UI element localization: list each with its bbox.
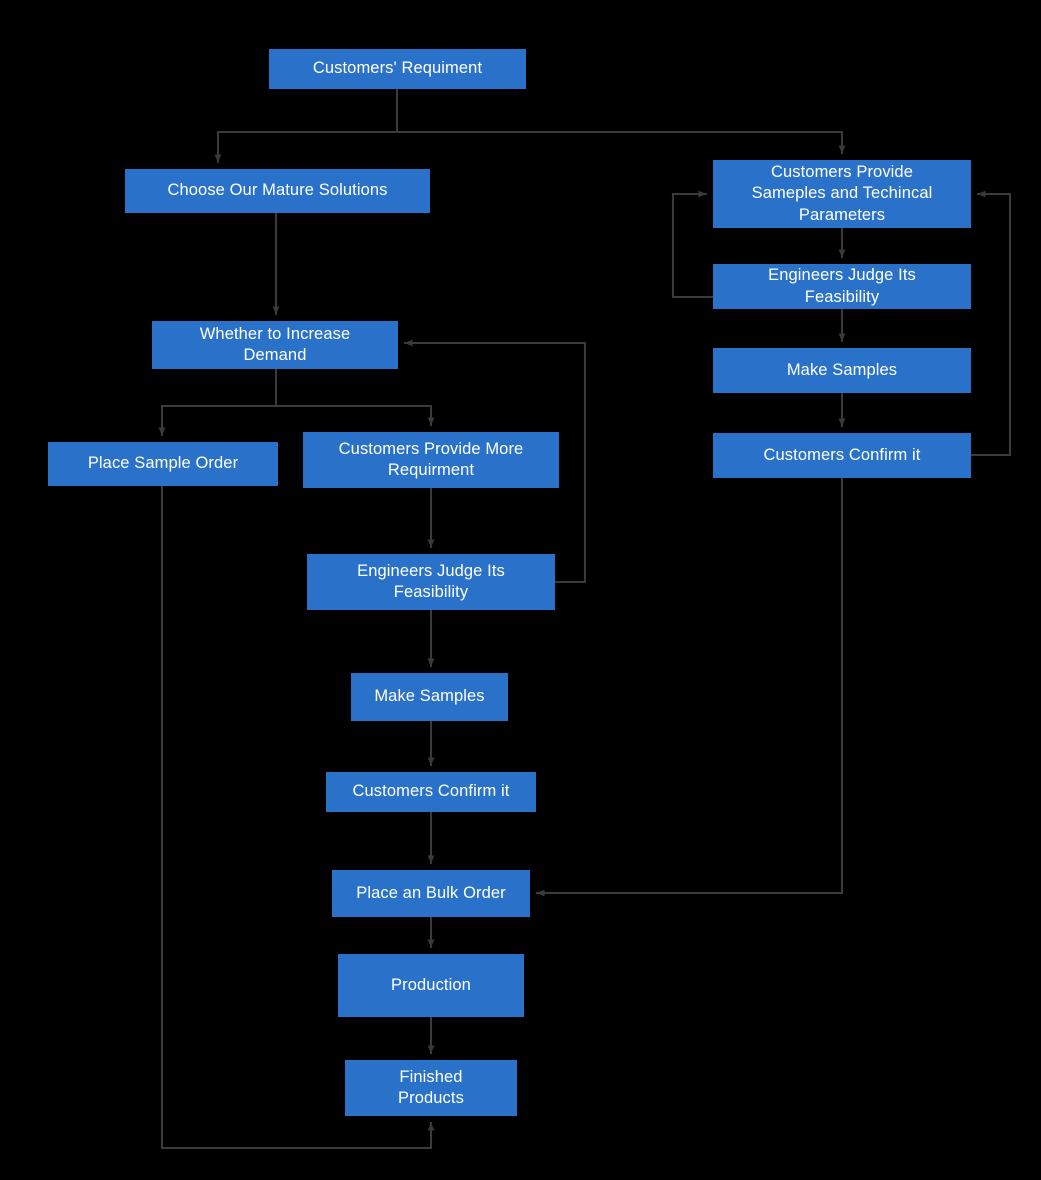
node-customers-requirement[interactable]: Customers' Requiment: [269, 49, 526, 89]
edge-confirm-right-to-bulk-order: [535, 476, 844, 897]
edge-engineers-right-feedback: [671, 190, 715, 299]
node-choose-mature-solutions[interactable]: Choose Our Mature Solutions: [125, 169, 430, 213]
node-whether-increase-demand[interactable]: Whether to Increase Demand: [152, 321, 398, 369]
node-place-bulk-order[interactable]: Place an Bulk Order: [332, 870, 530, 917]
node-customers-provide-samples[interactable]: Customers Provide Sameples and Techincal…: [713, 160, 971, 228]
edge-confirm-right-feedback: [969, 190, 1012, 457]
node-place-sample-order[interactable]: Place Sample Order: [48, 442, 278, 486]
node-make-samples-mid[interactable]: Make Samples: [351, 673, 508, 721]
node-production[interactable]: Production: [338, 954, 524, 1017]
node-finished-products[interactable]: Finished Products: [345, 1060, 517, 1116]
node-customers-provide-more-requirement[interactable]: Customers Provide More Requirment: [303, 432, 559, 488]
node-engineers-judge-feasibility-right[interactable]: Engineers Judge Its Feasibility: [713, 264, 971, 309]
node-customers-confirm-mid[interactable]: Customers Confirm it: [326, 772, 536, 812]
node-engineers-judge-feasibility-mid[interactable]: Engineers Judge Its Feasibility: [307, 554, 555, 610]
node-make-samples-right[interactable]: Make Samples: [713, 348, 971, 393]
node-customers-confirm-right[interactable]: Customers Confirm it: [713, 433, 971, 478]
